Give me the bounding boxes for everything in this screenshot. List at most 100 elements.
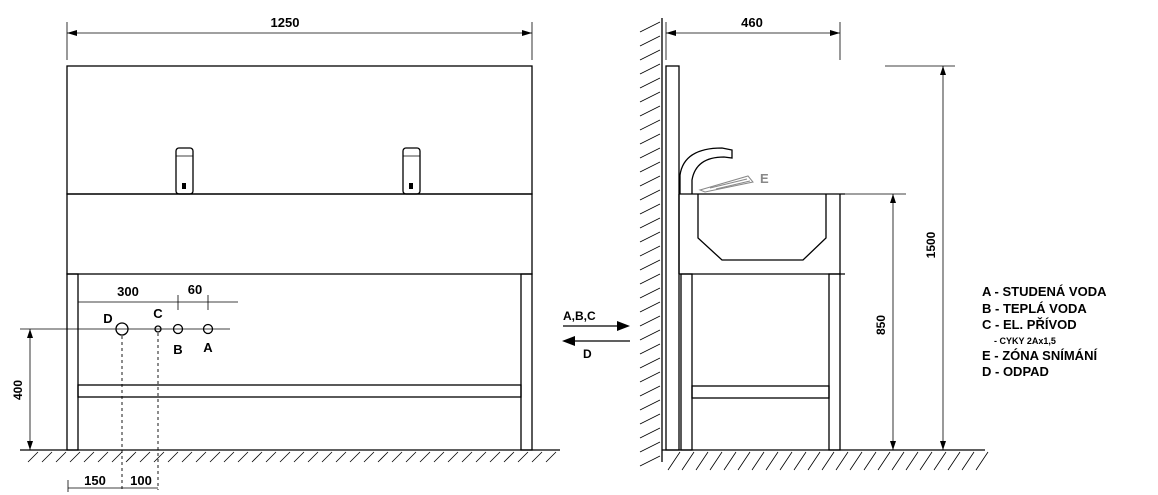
floor-front [20,449,560,463]
wall-hatch-line [639,21,661,33]
wall-hatch-line [639,175,661,187]
legend-item-a: A - STUDENÁ VODA [982,284,1107,299]
wall-hatch-line [639,77,661,89]
floor-hatch-line [349,451,361,463]
dim-150-100: 150 100 [67,473,158,492]
leg-right [520,273,533,451]
dim-400-label: 400 [11,380,25,400]
side-back-panel [665,65,680,451]
floor-hatch-line [251,451,263,463]
faucet-right [402,147,421,195]
floor-hatch-line [111,451,123,463]
wall-hatch-line [639,147,661,159]
trough-front [66,193,533,275]
dim-850-label: 850 [874,315,888,335]
floor-hatch-line [125,451,137,463]
wall-hatch-line [639,357,661,369]
wall-hatch-line [639,161,661,173]
wall-hatch-line [639,385,661,397]
sensor-zone: E [698,171,769,193]
floor-hatch-line [947,451,961,471]
floor-hatch-line [503,451,515,463]
wall-hatch-line [639,441,661,453]
wall-hatch-line [639,63,661,75]
floor-hatch-line [167,451,179,463]
floor-hatch-line [265,451,277,463]
floor-hatch-line [695,451,709,471]
floor-hatch-line [667,451,681,471]
floor-hatch-line [863,451,877,471]
floor-hatch-line [779,451,793,471]
wall-hatch-line [639,217,661,229]
faucet-left [175,147,194,195]
crossbar [77,384,522,398]
supply-arrows: A,B,C D [562,309,630,361]
floor-hatch-line [821,451,835,471]
floor-hatch-line [751,451,765,471]
wall-hatch-line [639,273,661,285]
legend-item-e: E - ZÓNA SNÍMÁNÍ [982,347,1098,363]
label-c: C [153,306,163,321]
floor-hatch-line [377,451,389,463]
front-view: 1250 300 60 [11,15,560,492]
sensor-label: E [760,171,769,186]
side-faucet [679,147,733,194]
dim-300-60: 300 60 [78,282,238,310]
legend-item-d: D - ODPAD [982,364,1049,379]
floor-hatch-line [475,451,487,463]
floor-hatch-line [181,451,193,463]
floor-hatch-line [793,451,807,471]
floor-hatch-line [405,451,417,463]
arrow-out-label: D [583,347,592,361]
wall-hatch-line [639,301,661,313]
floor-hatch-line [321,451,333,463]
wall-hatch-line [639,189,661,201]
legend-item-b: B - TEPLÁ VODA [982,300,1087,316]
floor-hatch-line [69,451,81,463]
floor-hatch-line [391,451,403,463]
floor-hatch-line [489,451,501,463]
floor-hatch-line [419,451,431,463]
dim-100-label: 100 [130,473,152,488]
point-a [202,323,214,335]
floor-hatch-line [531,451,543,463]
floor-hatch-line [97,451,109,463]
floor-hatch-line [877,451,891,471]
leg-left [66,273,79,451]
dim-1250: 1250 [66,15,533,60]
floor-hatch-line [293,451,305,463]
floor-hatch-line [517,451,529,463]
floor-hatch-line [335,451,347,463]
dim-460-label: 460 [741,15,763,30]
side-basin [697,194,827,261]
floor-hatch-line [835,451,849,471]
dim-1500: 1500 [885,65,955,450]
drain-point-d [115,322,129,336]
dim-150-label: 150 [84,473,106,488]
floor-hatch-line [807,451,821,471]
label-d: D [103,311,112,326]
point-c [154,325,162,333]
floor-hatch-line [237,451,249,463]
wall-hatch-line [639,455,661,467]
back-panel [66,65,533,195]
wall-hatch-line [639,105,661,117]
dim-1250-label: 1250 [271,15,300,30]
wall-hatch-line [639,287,661,299]
dim-850: 850 [845,193,906,450]
floor-hatch-line [433,451,445,463]
wall-hatch-line [639,413,661,425]
wall-hatch-line [639,329,661,341]
wall-hatch-line [639,315,661,327]
floor-hatch-line [41,451,53,463]
floor-hatch-line [765,451,779,471]
floor-hatch-line [363,451,375,463]
dim-60-label: 60 [188,282,202,297]
label-a: A [203,340,213,355]
wall-hatch-line [639,245,661,257]
floor-hatch-line [891,451,905,471]
connection-points: D C B A [98,306,230,490]
floor-hatch-line [709,451,723,471]
wall-hatch-line [639,231,661,243]
